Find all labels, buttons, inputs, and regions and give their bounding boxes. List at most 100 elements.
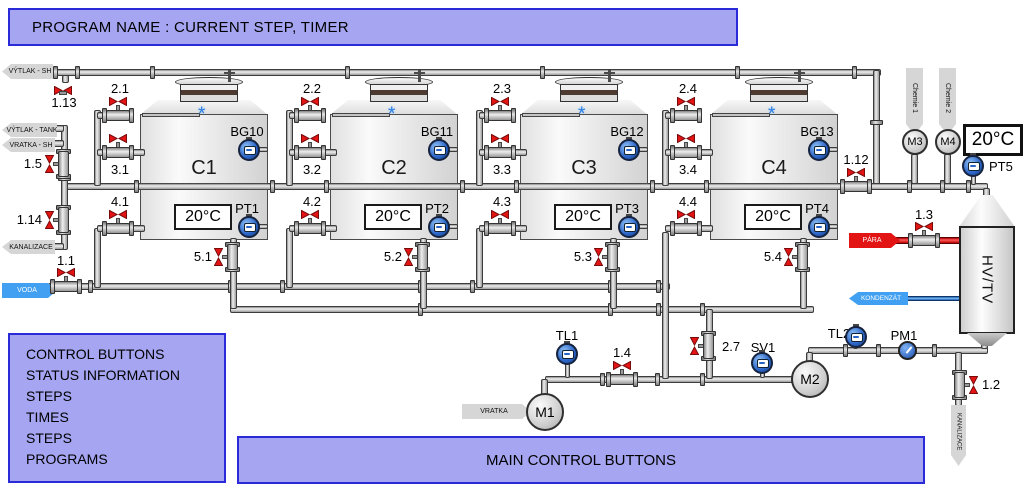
valve-5.4[interactable] xyxy=(784,240,811,274)
valve-1.13[interactable] xyxy=(54,82,72,100)
pipe-joint xyxy=(656,280,661,293)
tank-temp-display: 20°C xyxy=(744,204,802,230)
line-label-chemie2: Chemie 2 xyxy=(939,68,956,135)
valve-5.1[interactable] xyxy=(214,240,241,274)
valve-3.3[interactable] xyxy=(484,134,516,160)
line-label-vratka: VRATKA xyxy=(462,404,531,419)
sensor-bg12[interactable] xyxy=(618,137,640,161)
tank-vent-icon xyxy=(608,70,611,82)
pump-m2[interactable]: M2 xyxy=(791,360,829,398)
valve-4.3[interactable] xyxy=(484,210,516,236)
valve-label: 4.3 xyxy=(492,194,512,209)
valve-3.2[interactable] xyxy=(294,134,326,160)
tank-name: C3 xyxy=(571,157,597,179)
pipe-joint xyxy=(843,344,848,357)
sensor-label: TL2 xyxy=(827,326,851,341)
valve-1.4[interactable] xyxy=(606,361,638,387)
valve-3.1[interactable] xyxy=(102,134,134,160)
sensor-tl2[interactable] xyxy=(845,324,867,348)
pipe-drain-line xyxy=(230,306,814,313)
sensor-bg13[interactable] xyxy=(808,137,830,161)
sensor-label: BG11 xyxy=(420,124,454,139)
spray-nozzle-icon: * xyxy=(198,104,206,125)
pipe-joint xyxy=(600,373,605,386)
info-line: STATUS INFORMATION xyxy=(26,367,180,383)
sensor-tl1[interactable] xyxy=(556,341,578,365)
valve-1.12[interactable] xyxy=(840,168,872,194)
valve-5.2[interactable] xyxy=(404,240,431,274)
pipe-joint xyxy=(656,303,661,316)
valve-2.7[interactable] xyxy=(690,329,717,363)
sensor-bg10[interactable] xyxy=(238,137,260,161)
valve-4.1[interactable] xyxy=(102,210,134,236)
sensor-pt5[interactable] xyxy=(962,153,984,177)
pipe-joint xyxy=(53,66,58,79)
main-control-panel-label: MAIN CONTROL BUTTONS xyxy=(485,451,676,469)
tank-shoulder xyxy=(140,100,268,115)
program-banner: PROGRAM NAME : CURRENT STEP, TIMER xyxy=(8,8,738,46)
info-line: PROGRAMS xyxy=(26,451,108,467)
valve-2.2[interactable] xyxy=(294,97,326,123)
pipe-joint xyxy=(966,180,971,193)
valve-4.2[interactable] xyxy=(294,210,326,236)
valve-label: 1.14 xyxy=(16,212,42,227)
hv-tank-cone xyxy=(959,195,1015,227)
pump-m3[interactable]: M3 xyxy=(902,129,928,155)
valve-label: 3.2 xyxy=(302,162,322,177)
sensor-pt2[interactable] xyxy=(428,214,450,238)
sensor-pt4[interactable] xyxy=(808,214,830,238)
sensor-label: PT3 xyxy=(615,201,639,216)
pipe-condensate xyxy=(901,296,961,301)
valve-label: 5.1 xyxy=(193,249,212,264)
line-label-kanalizace-left: KANALIZACE xyxy=(2,240,55,254)
valve-1.2[interactable] xyxy=(951,368,978,402)
pipe-joint xyxy=(700,373,705,386)
valve-3.4[interactable] xyxy=(670,134,702,160)
pump-m4[interactable]: M4 xyxy=(935,129,961,155)
tank-vent-icon xyxy=(224,72,235,74)
sensor-pt1[interactable] xyxy=(238,214,260,238)
gauge-pm1[interactable] xyxy=(898,341,917,360)
pipe-joint xyxy=(704,180,709,193)
sensor-sv1[interactable] xyxy=(751,350,773,374)
pipe-joint xyxy=(324,180,329,193)
hv-tank: HV/TV xyxy=(959,226,1015,334)
valve-2.3[interactable] xyxy=(484,97,516,123)
valve-handle-icon xyxy=(57,268,75,277)
hv-temp-display: 20°C xyxy=(963,124,1023,156)
pipe-right-riser xyxy=(873,70,880,186)
pipe-left-header xyxy=(61,125,68,250)
pipe-top-line xyxy=(45,69,881,76)
valve-label: 1.4 xyxy=(612,345,632,360)
program-banner-title: PROGRAM NAME : CURRENT STEP, TIMER xyxy=(32,19,349,36)
tank-vent-icon xyxy=(228,70,231,82)
valve-label: 5.2 xyxy=(383,249,402,264)
sensor-label: BG10 xyxy=(230,124,264,139)
valve-label: 3.3 xyxy=(492,162,512,177)
pipe-joint xyxy=(470,280,475,293)
valve-label: 3.4 xyxy=(678,162,698,177)
valve-label: 1.1 xyxy=(56,253,76,268)
valve-label: 5.4 xyxy=(763,249,782,264)
valve-2.1[interactable] xyxy=(102,97,134,123)
valve-4.4[interactable] xyxy=(670,210,702,236)
valve-1.14[interactable] xyxy=(45,203,72,237)
valve-label: 1.2 xyxy=(982,377,1001,392)
valve-label: 4.2 xyxy=(302,194,322,209)
valve-1.5[interactable] xyxy=(45,147,72,181)
sensor-bg11[interactable] xyxy=(428,137,450,161)
valve-1.3[interactable] xyxy=(908,222,940,248)
pipe-joint xyxy=(735,66,740,79)
sensor-pt3[interactable] xyxy=(618,214,640,238)
tank-manhole xyxy=(180,84,238,102)
spray-nozzle-icon: * xyxy=(388,104,396,125)
sensor-label: PM1 xyxy=(890,328,918,343)
valve-5.3[interactable] xyxy=(594,240,621,274)
pipe-joint xyxy=(88,280,93,293)
main-control-panel: MAIN CONTROL BUTTONS xyxy=(237,436,925,484)
valve-1.1[interactable] xyxy=(50,268,82,294)
pump-m1[interactable]: M1 xyxy=(526,393,564,431)
line-label-vytlak-tank: VÝTLAK - TANK xyxy=(2,123,57,137)
valve-2.4[interactable] xyxy=(670,97,702,123)
tank-name: C4 xyxy=(761,157,787,179)
